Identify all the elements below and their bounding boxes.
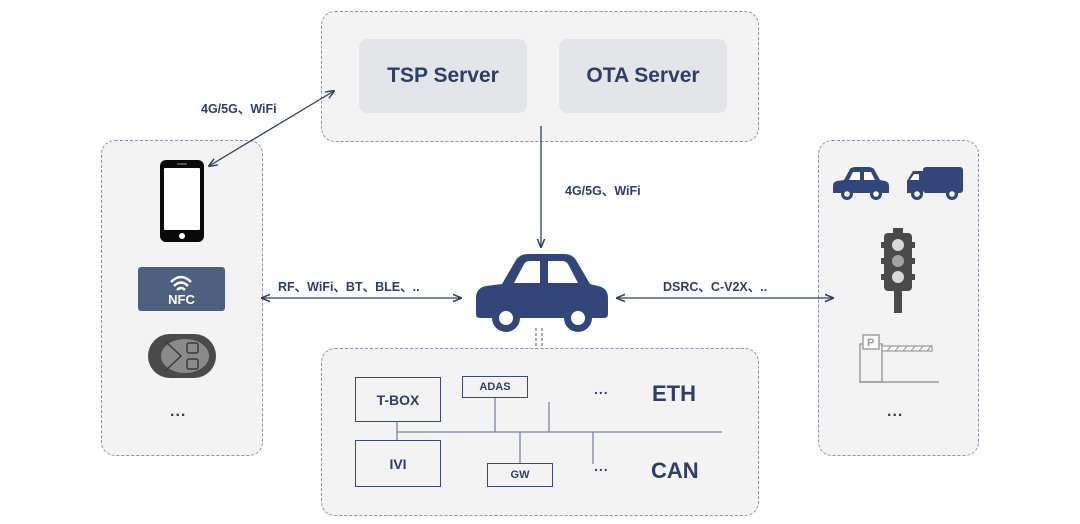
can-label: CAN <box>651 458 699 483</box>
ota-server-box: OTA Server <box>559 39 727 113</box>
left-more-ellipsis: ... <box>170 403 187 420</box>
nfc-label: NFC <box>168 292 195 307</box>
car-icon <box>476 254 608 332</box>
tsp-server-box: TSP Server <box>359 39 527 113</box>
cloud-car-label: 4G/5G、WiFi <box>565 184 641 198</box>
parking-barrier-icon: P <box>859 334 939 383</box>
car-right-label: DSRC、C-V2X、.. <box>663 280 768 294</box>
phone-cloud-label: 4G/5G、WiFi <box>201 102 277 116</box>
traffic-light-icon <box>881 228 915 313</box>
adas-node: ADAS <box>462 376 528 398</box>
eth-more-ellipsis: ... <box>594 381 609 397</box>
phone-cloud-arrow <box>209 91 334 166</box>
parking-sign-text: P <box>867 337 874 349</box>
eth-label: ETH <box>652 381 696 406</box>
gw-node: GW <box>487 463 553 487</box>
can-more-ellipsis: ... <box>594 458 609 474</box>
truck-icon <box>907 167 963 200</box>
tbox-node: T-BOX <box>355 377 441 422</box>
left-car-label: RF、WiFi、BT、BLE、.. <box>278 280 420 294</box>
right-more-ellipsis: ... <box>887 403 904 420</box>
ivi-node: IVI <box>355 440 441 487</box>
nfc-card-icon: NFC <box>138 267 225 311</box>
car-key-fob-icon <box>148 334 216 378</box>
smartphone-icon <box>160 160 204 242</box>
small-car-icon <box>833 167 889 200</box>
